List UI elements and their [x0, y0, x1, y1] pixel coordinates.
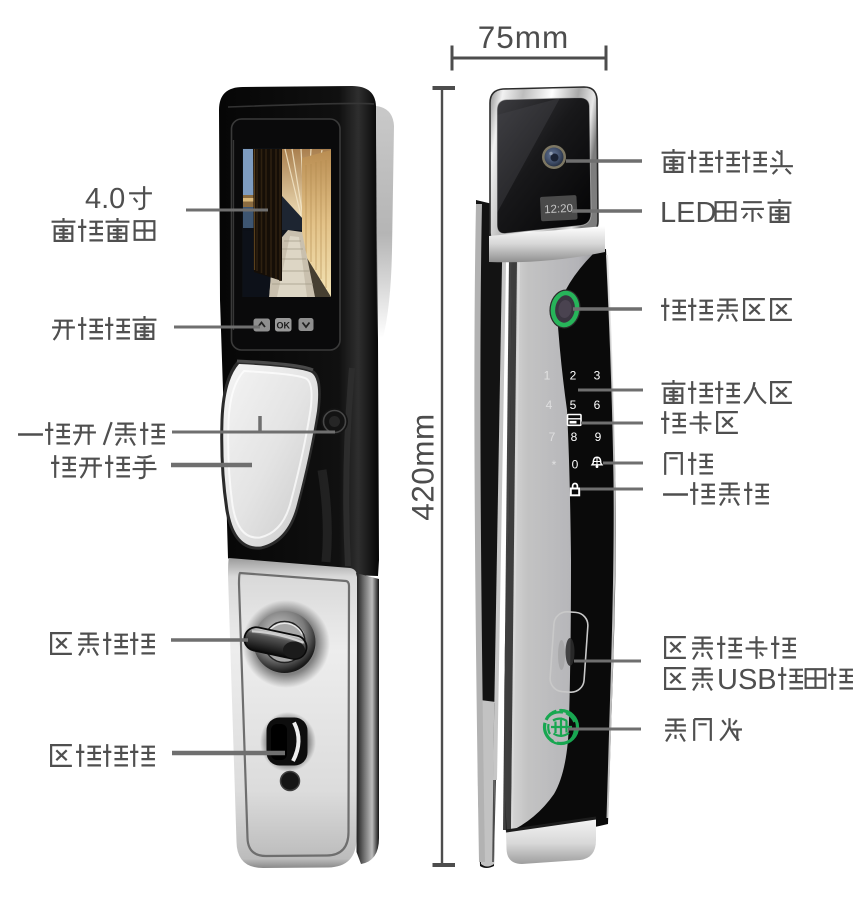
svg-text:OK: OK — [276, 321, 290, 331]
svg-text:7: 7 — [549, 430, 556, 444]
svg-text:LED: LED — [660, 197, 716, 229]
svg-text:4.0: 4.0 — [85, 183, 125, 215]
svg-text:9: 9 — [595, 430, 602, 444]
svg-text:0: 0 — [572, 458, 579, 472]
svg-text:12:20: 12:20 — [544, 203, 573, 216]
svg-text:1: 1 — [544, 369, 551, 383]
svg-text:75mm: 75mm — [478, 19, 570, 55]
svg-text:5: 5 — [570, 398, 577, 412]
svg-text:4: 4 — [546, 398, 553, 412]
svg-text:3: 3 — [594, 369, 601, 383]
svg-text:USB: USB — [717, 664, 777, 696]
svg-text:6: 6 — [594, 398, 601, 412]
svg-text:2: 2 — [570, 369, 577, 383]
svg-text:8: 8 — [571, 430, 578, 444]
svg-text:*: * — [552, 458, 557, 472]
svg-text:420mm: 420mm — [405, 413, 441, 521]
